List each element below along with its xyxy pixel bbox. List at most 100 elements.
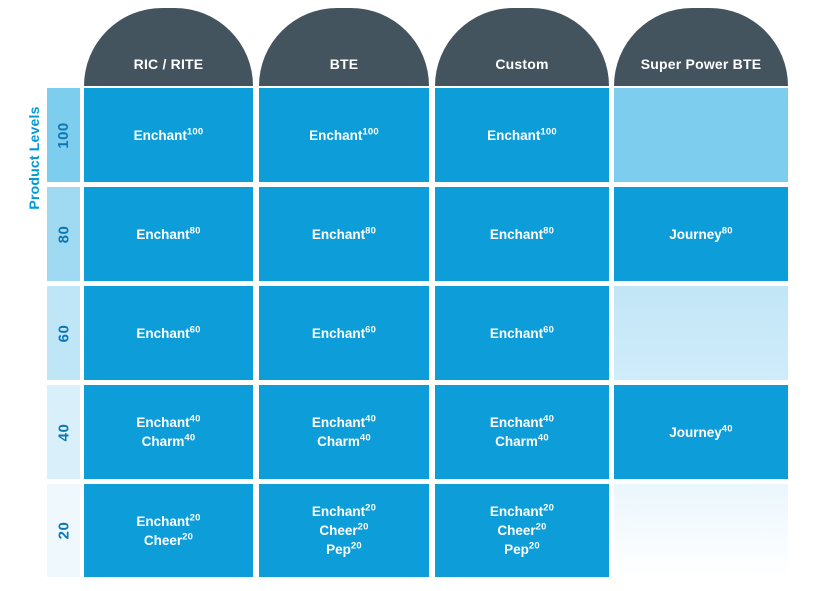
entry-product-name: Enchant [489, 325, 544, 341]
matrix-cell-entry: Journey80 [669, 225, 733, 244]
matrix-cell-entry: Enchant20 [312, 502, 376, 521]
entry-level-superscript: 100 [540, 126, 557, 137]
entry-product-name: Charm [317, 434, 360, 449]
entry-product-name: Enchant [136, 513, 190, 529]
product-level-label: 20 [47, 484, 80, 577]
entry-level-superscript: 80 [543, 225, 555, 236]
entry-product-name: Enchant [136, 415, 190, 430]
entry-level-superscript: 20 [189, 512, 201, 523]
entry-product-name: Pep [326, 542, 351, 557]
matrix-cell-entry: Cheer20 [497, 521, 546, 540]
column-header-bte[interactable]: BTE [259, 8, 429, 86]
entry-level-superscript: 40 [359, 432, 371, 444]
matrix-cell-entry: Charm40 [317, 432, 371, 451]
entry-product-name: Enchant [489, 415, 544, 430]
matrix-cell[interactable]: Journey40 [614, 385, 788, 479]
matrix-cell-entry: Enchant80 [490, 225, 554, 244]
entry-level-superscript: 40 [721, 423, 733, 434]
entry-product-name: Enchant [309, 127, 363, 143]
entry-level-superscript: 20 [528, 540, 540, 552]
product-level-label: 40 [47, 385, 80, 479]
matrix-cell-entry: Enchant20 [136, 512, 200, 531]
entry-level-superscript: 20 [182, 531, 194, 542]
column-header-super-power-bte[interactable]: Super Power BTE [614, 8, 788, 86]
matrix-cell-entry: Enchant80 [136, 225, 200, 244]
column-header-ric-rite[interactable]: RIC / RITE [84, 8, 253, 86]
matrix-cell-empty[interactable] [614, 484, 788, 577]
entry-level-superscript: 80 [721, 225, 733, 236]
product-level-value: 40 [55, 423, 72, 441]
entry-product-name: Enchant [133, 127, 187, 143]
entry-product-name: Cheer [497, 523, 536, 538]
entry-product-name: Enchant [489, 504, 544, 519]
product-level-label: 80 [47, 187, 80, 281]
entry-product-name: Pep [504, 542, 529, 557]
entry-level-superscript: 60 [189, 324, 201, 335]
entry-product-name: Enchant [311, 504, 366, 519]
entry-product-name: Charm [141, 434, 185, 449]
entry-level-superscript: 40 [189, 413, 201, 425]
entry-level-superscript: 100 [186, 126, 204, 137]
matrix-cell-entry: Enchant60 [312, 324, 376, 343]
entry-product-name: Enchant [136, 325, 190, 341]
matrix-cell[interactable]: Enchant80 [435, 187, 609, 281]
matrix-cell-entry: Enchant20 [490, 502, 554, 521]
matrix-cell[interactable]: Enchant60 [435, 286, 609, 380]
y-axis-title: Product Levels [26, 106, 42, 210]
matrix-cell-entry: Pep20 [326, 540, 362, 559]
product-level-value: 60 [55, 324, 72, 342]
matrix-cell[interactable]: Enchant60 [259, 286, 429, 380]
entry-product-name: Cheer [319, 523, 358, 538]
entry-level-superscript: 20 [535, 521, 547, 533]
product-level-axis-column: 100 80 60 40 20 [47, 88, 80, 577]
column-header-label: Super Power BTE [640, 56, 762, 72]
entry-level-superscript: 20 [350, 540, 362, 552]
entry-level-superscript: 40 [184, 432, 196, 444]
matrix-cell[interactable]: Enchant100 [259, 88, 429, 182]
entry-product-name: Enchant [487, 127, 541, 143]
entry-product-name: Charm [495, 434, 538, 449]
matrix-cell-entry: Pep20 [504, 540, 540, 559]
entry-product-name: Enchant [489, 226, 544, 242]
matrix-cell-empty[interactable] [614, 286, 788, 380]
matrix-cell-entry: Enchant100 [134, 126, 204, 145]
entry-level-superscript: 100 [362, 126, 379, 137]
matrix-cell[interactable]: Enchant100 [435, 88, 609, 182]
entry-level-superscript: 60 [543, 324, 555, 335]
matrix-cell-entry: Enchant100 [487, 126, 557, 145]
entry-level-superscript: 40 [543, 413, 555, 425]
matrix-cell[interactable]: Enchant80 [259, 187, 429, 281]
matrix-cell-entry: Charm40 [495, 432, 549, 451]
matrix-cell-entry: Cheer20 [144, 531, 193, 550]
entry-level-superscript: 80 [189, 225, 201, 236]
matrix-cell-entry: Journey40 [669, 423, 733, 442]
entry-product-name: Enchant [311, 226, 366, 242]
matrix-cell-entry: Enchant100 [309, 126, 379, 145]
matrix-cell-entry: Enchant40 [136, 413, 200, 432]
matrix-cell[interactable]: Journey80 [614, 187, 788, 281]
entry-product-name: Enchant [311, 415, 366, 430]
matrix-cell-entry: Enchant40 [312, 413, 376, 432]
entry-level-superscript: 40 [537, 432, 549, 444]
matrix-cell-entry: Enchant80 [312, 225, 376, 244]
entry-product-name: Enchant [311, 325, 366, 341]
product-level-label: 100 [47, 88, 80, 182]
entry-level-superscript: 20 [365, 502, 377, 514]
matrix-cell-empty[interactable] [614, 88, 788, 182]
matrix-cell-entry: Cheer20 [319, 521, 368, 540]
matrix-cell[interactable]: Enchant80 [84, 187, 253, 281]
column-header-custom[interactable]: Custom [435, 8, 609, 86]
entry-product-name: Journey [669, 226, 722, 242]
product-level-value: 80 [55, 225, 72, 243]
matrix-cell[interactable]: Enchant60 [84, 286, 253, 380]
matrix-cell[interactable]: Enchant100 [84, 88, 253, 182]
entry-product-name: Journey [669, 424, 722, 440]
column-header-label: RIC / RITE [133, 56, 204, 72]
